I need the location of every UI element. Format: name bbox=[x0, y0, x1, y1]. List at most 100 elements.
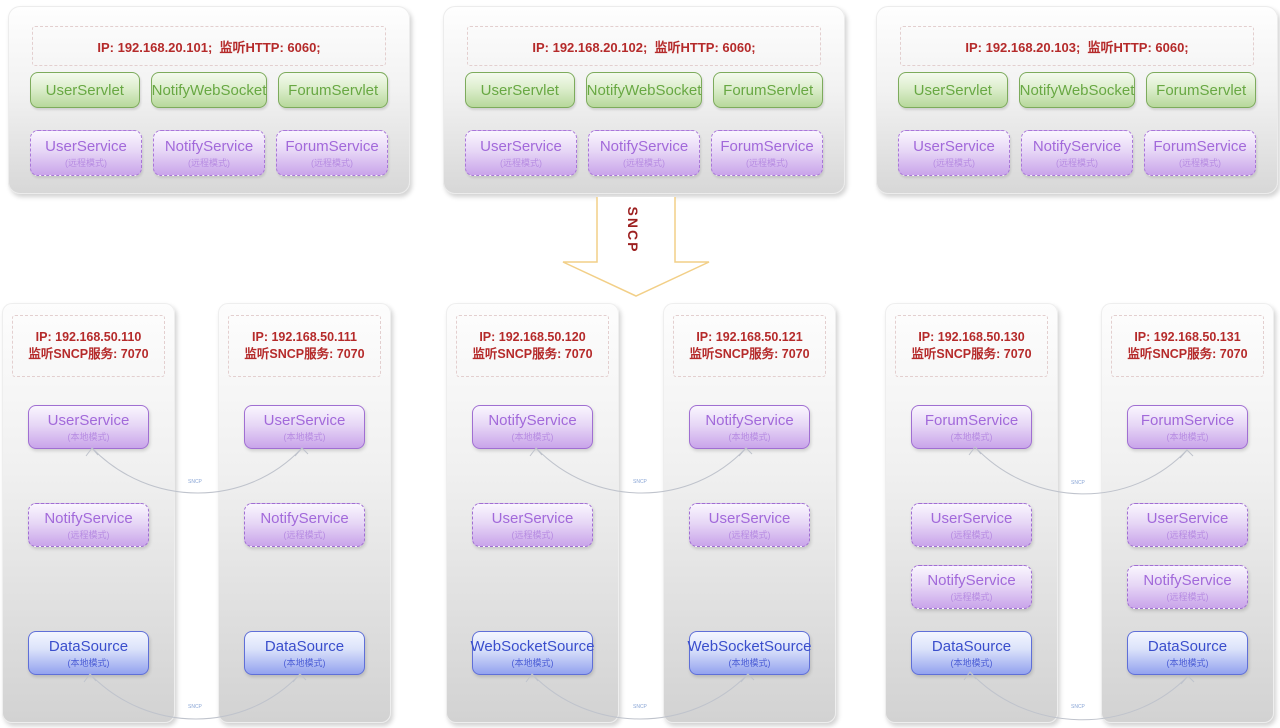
server-ip-line: IP: 192.168.50.130 bbox=[918, 330, 1025, 344]
node-mode-label: (本地模式) bbox=[950, 431, 993, 442]
node-userservice-remote: UserService (远程模式) bbox=[1127, 503, 1248, 547]
node-websocketsource-local: WebSocketSource (本地模式) bbox=[470, 631, 595, 675]
servlet-label: ForumServlet bbox=[723, 81, 814, 99]
service-mode-label: (远程模式) bbox=[188, 157, 230, 168]
pair-link-label: SNCP bbox=[1071, 480, 1085, 486]
node-notifyservice-remote: NotifyService (远程模式) bbox=[911, 565, 1032, 609]
node-label: DataSource bbox=[48, 637, 129, 655]
service-mode-label: (远程模式) bbox=[1056, 157, 1098, 168]
node-mode-label: (本地模式) bbox=[511, 431, 554, 442]
node-forumservice-local: ForumService (本地模式) bbox=[911, 405, 1032, 449]
node-notifyservice-local: NotifyService (本地模式) bbox=[472, 405, 593, 449]
node-label: WebSocketSource bbox=[687, 637, 812, 655]
servlet-label: UserServlet bbox=[913, 81, 992, 99]
service-label: UserService bbox=[45, 137, 127, 155]
servlet-label: ForumServlet bbox=[288, 81, 379, 99]
service-box-forumservice: ForumService (远程模式) bbox=[1144, 130, 1256, 176]
server-listen-line: 监听SNCP服务: 7070 bbox=[1127, 347, 1248, 361]
node-label: NotifyService bbox=[44, 509, 133, 527]
app-server-card-2: IP: 192.168.20.102; 监听HTTP: 6060; UserSe… bbox=[443, 6, 845, 194]
server-ip-line: IP: 192.168.50.121 bbox=[696, 330, 803, 344]
server-ip-line: IP: 192.168.50.110 bbox=[35, 330, 142, 344]
node-label: NotifyService bbox=[488, 411, 577, 429]
app-server-ip-text: IP: 192.168.20.103; 监听HTTP: 6060; bbox=[965, 39, 1189, 55]
remote-service-row: UserService (远程模式) NotifyService (远程模式) … bbox=[30, 130, 388, 176]
node-userservice-remote: UserService (远程模式) bbox=[911, 503, 1032, 547]
node-label: DataSource bbox=[1147, 637, 1228, 655]
server-listen-line: 监听SNCP服务: 7070 bbox=[472, 347, 593, 361]
service-box-forumservice: ForumService (远程模式) bbox=[276, 130, 388, 176]
servlet-label: NotifyWebSocket bbox=[586, 81, 702, 99]
node-label: NotifyService bbox=[1143, 571, 1232, 589]
service-label: UserService bbox=[480, 137, 562, 155]
app-server-ip-header: IP: 192.168.20.103; 监听HTTP: 6060; bbox=[900, 26, 1254, 66]
service-label: NotifyService bbox=[1032, 137, 1122, 155]
node-mode-label: (远程模式) bbox=[283, 529, 326, 540]
node-label: NotifyService bbox=[260, 509, 349, 527]
node-datasource-local: DataSource (本地模式) bbox=[28, 631, 149, 675]
node-label: UserService bbox=[47, 411, 130, 429]
remote-service-row: UserService (远程模式) NotifyService (远程模式) … bbox=[465, 130, 823, 176]
app-server-ip-text: IP: 192.168.20.102; 监听HTTP: 6060; bbox=[532, 39, 756, 55]
service-mode-label: (远程模式) bbox=[746, 157, 788, 168]
service-server-card-110: IP: 192.168.50.110 监听SNCP服务: 7070 UserSe… bbox=[2, 303, 175, 723]
service-box-userservice: UserService (远程模式) bbox=[30, 130, 142, 176]
service-box-userservice: UserService (远程模式) bbox=[898, 130, 1010, 176]
node-label: NotifyService bbox=[705, 411, 794, 429]
service-mode-label: (远程模式) bbox=[623, 157, 665, 168]
servlet-box-notifywebsocket: NotifyWebSocket bbox=[585, 72, 703, 108]
service-server-ip-header: IP: 192.168.50.111 监听SNCP服务: 7070 bbox=[228, 315, 381, 377]
sncp-arrow-label: SNCP bbox=[625, 206, 641, 254]
service-mode-label: (远程模式) bbox=[311, 157, 353, 168]
service-server-ip-header: IP: 192.168.50.110 监听SNCP服务: 7070 bbox=[12, 315, 165, 377]
service-mode-label: (远程模式) bbox=[65, 157, 107, 168]
node-mode-label: (本地模式) bbox=[1166, 431, 1209, 442]
servlet-label: ForumServlet bbox=[1156, 81, 1247, 99]
server-listen-line: 监听SNCP服务: 7070 bbox=[28, 347, 149, 361]
servlet-box-forumservlet: ForumServlet bbox=[278, 72, 388, 108]
node-mode-label: (远程模式) bbox=[1166, 529, 1209, 540]
service-box-notifyservice: NotifyService (远程模式) bbox=[588, 130, 700, 176]
app-server-card-3: IP: 192.168.20.103; 监听HTTP: 6060; UserSe… bbox=[876, 6, 1278, 194]
servlet-box-userservlet: UserServlet bbox=[898, 72, 1008, 108]
service-server-card-120: IP: 192.168.50.120 监听SNCP服务: 7070 Notify… bbox=[446, 303, 619, 723]
node-notifyservice-remote: NotifyService (远程模式) bbox=[28, 503, 149, 547]
node-mode-label: (远程模式) bbox=[67, 529, 110, 540]
service-server-ip-header: IP: 192.168.50.130 监听SNCP服务: 7070 bbox=[895, 315, 1048, 377]
node-mode-label: (远程模式) bbox=[950, 529, 993, 540]
service-box-userservice: UserService (远程模式) bbox=[465, 130, 577, 176]
server-listen-line: 监听SNCP服务: 7070 bbox=[689, 347, 810, 361]
node-label: WebSocketSource bbox=[470, 637, 595, 655]
service-label: ForumService bbox=[720, 137, 814, 155]
service-server-ip-header: IP: 192.168.50.131 监听SNCP服务: 7070 bbox=[1111, 315, 1264, 377]
node-notifyservice-remote: NotifyService (远程模式) bbox=[1127, 565, 1248, 609]
node-mode-label: (本地模式) bbox=[67, 657, 110, 668]
servlet-box-forumservlet: ForumServlet bbox=[713, 72, 823, 108]
node-userservice-remote: UserService (远程模式) bbox=[472, 503, 593, 547]
pair-link-label: SNCP bbox=[633, 479, 647, 485]
node-mode-label: (远程模式) bbox=[950, 591, 993, 602]
node-label: UserService bbox=[1146, 509, 1229, 527]
pair-link-label: SNCP bbox=[1071, 704, 1085, 710]
service-label: ForumService bbox=[1153, 137, 1247, 155]
node-notifyservice-remote: NotifyService (远程模式) bbox=[244, 503, 365, 547]
service-label: NotifyService bbox=[164, 137, 254, 155]
service-box-notifyservice: NotifyService (远程模式) bbox=[1021, 130, 1133, 176]
servlet-label: UserServlet bbox=[480, 81, 559, 99]
servlet-label: UserServlet bbox=[45, 81, 124, 99]
node-mode-label: (本地模式) bbox=[728, 431, 771, 442]
node-label: ForumService bbox=[1140, 411, 1235, 429]
node-label: UserService bbox=[708, 509, 791, 527]
node-mode-label: (本地模式) bbox=[283, 657, 326, 668]
server-listen-line: 监听SNCP服务: 7070 bbox=[244, 347, 365, 361]
node-datasource-local: DataSource (本地模式) bbox=[1127, 631, 1248, 675]
remote-service-row: UserService (远程模式) NotifyService (远程模式) … bbox=[898, 130, 1256, 176]
node-mode-label: (本地模式) bbox=[67, 431, 110, 442]
servlet-box-notifywebsocket: NotifyWebSocket bbox=[150, 72, 268, 108]
pair-link-label: SNCP bbox=[188, 479, 202, 485]
node-userservice-local: UserService (本地模式) bbox=[244, 405, 365, 449]
servlet-box-userservlet: UserServlet bbox=[465, 72, 575, 108]
servlet-row: UserServlet NotifyWebSocket ForumServlet bbox=[898, 72, 1256, 108]
node-mode-label: (本地模式) bbox=[950, 657, 993, 668]
node-mode-label: (远程模式) bbox=[511, 529, 554, 540]
